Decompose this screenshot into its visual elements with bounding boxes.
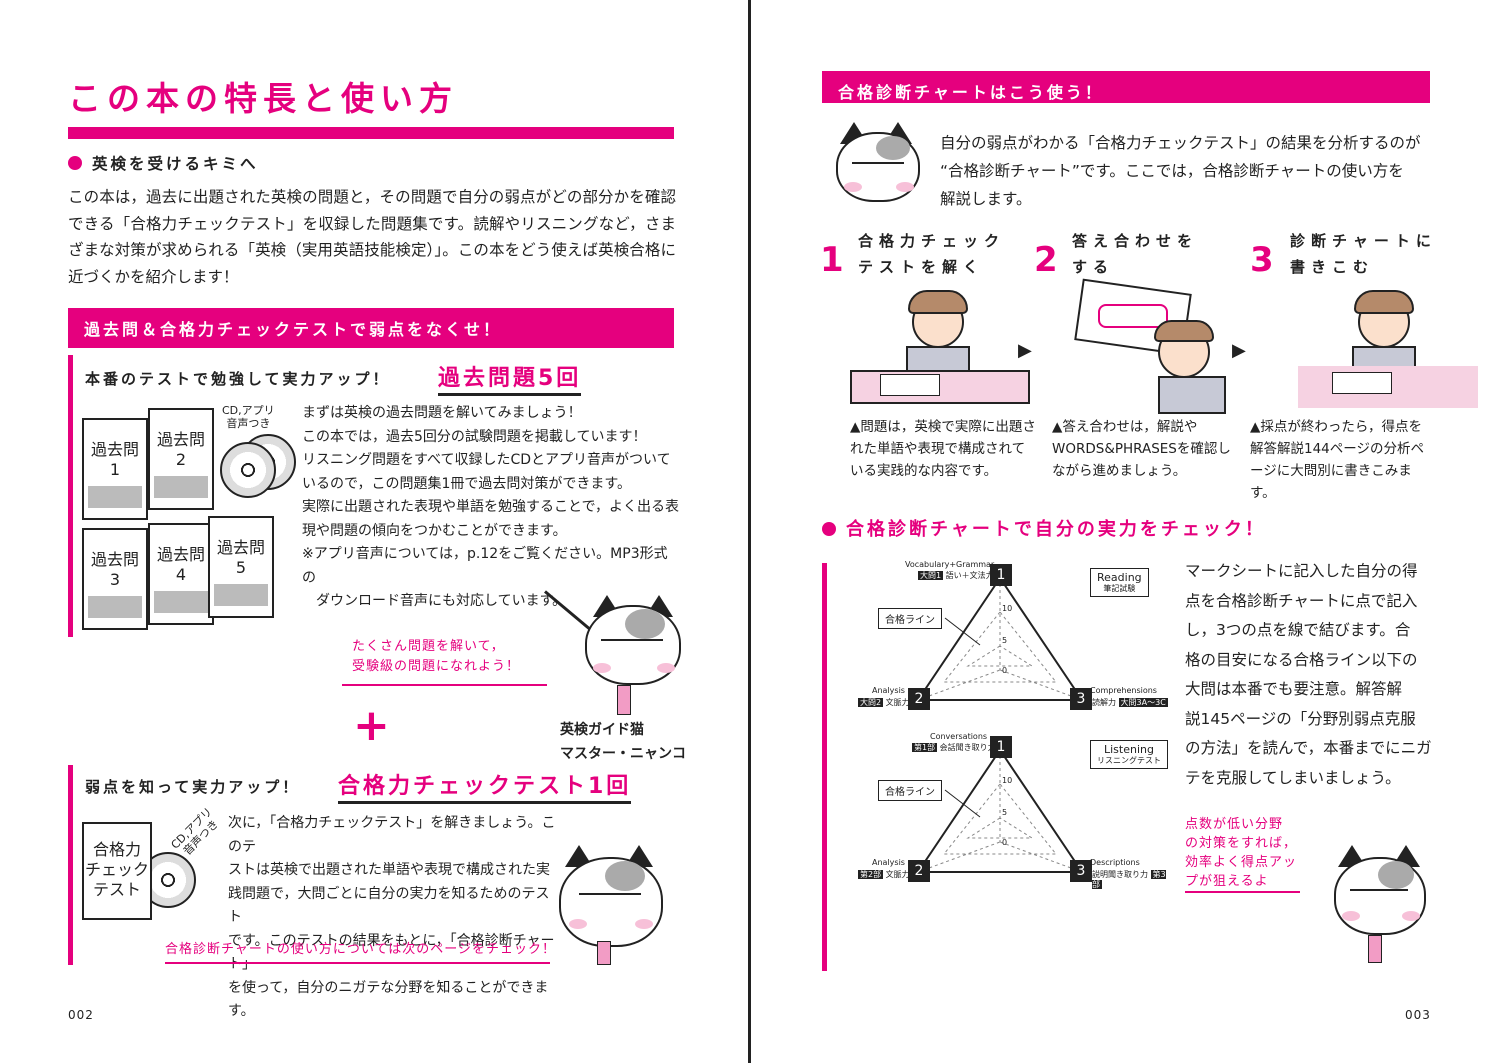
plus-symbol: + <box>353 700 390 751</box>
cd-app-note: CD,アプリ 音声つき <box>222 404 275 430</box>
step-1-caption: ▲問題は，英検で実際に出題された単語や表現で構成されている実践的な内容です。 <box>850 419 1036 479</box>
right-bar-heading: 合格診断チャートはこう使う！ <box>822 71 1430 103</box>
axis-right-en: Comprehensions <box>1090 686 1157 695</box>
mascot-cat-pointer-illustration <box>544 585 685 715</box>
step-number-2: 2 <box>1034 240 1058 280</box>
tick-10: 10 <box>1002 776 1013 785</box>
highlight-past-exams: 過去問題5回 <box>438 360 582 396</box>
section-side-rule <box>822 563 827 971</box>
mascot-cat-thumbsup-illustration <box>555 845 685 965</box>
subsection-heading-check-test: 弱点を知って実力アップ！ <box>85 778 301 796</box>
speech-next-page: 合格診断チャートの使い方については次のページをチェック！ <box>165 942 556 957</box>
step-2-caption: ▲答え合わせは，解説やWORDS&PHRASESを確認しながら進めましょう。 <box>1052 419 1231 479</box>
section-heading-intro: 英検を受けるキミへ <box>68 152 259 174</box>
step-label-1: 合格力チェックテストを解く <box>858 232 1006 276</box>
speech-underline <box>342 684 547 686</box>
axis-left-en: Analysis <box>872 686 905 695</box>
title-underline <box>68 127 674 139</box>
section-bar-heading: 過去問＆合格力チェックテストで弱点をなくせ！ <box>68 308 674 348</box>
check-test-book-illustration: 合格力 チェック テスト CD,アプリ 音声つき <box>82 805 222 922</box>
step-number-1: 1 <box>820 240 844 280</box>
step-number-3: 3 <box>1250 240 1274 280</box>
axis-left-en: Analysis <box>872 858 905 867</box>
pass-line-label: 合格ライン <box>878 608 942 629</box>
tick-0: 0 <box>1002 838 1008 847</box>
axis-num-1: 1 <box>990 736 1012 758</box>
axis-left-jp: 大問2 文脈力 <box>858 698 910 707</box>
steps-row: 1 合格力チェックテストを解く 2 答え合わせをする 3 診断チャートに書きこむ… <box>820 228 1478 501</box>
check-test-body: 次に，「合格力チェックテスト」を解きましょう。このテ ストは英検で出題された単語… <box>228 815 556 1019</box>
page-number-left: 002 <box>68 1008 94 1022</box>
cd-icon <box>220 442 276 498</box>
bullet-dot-icon <box>68 156 82 170</box>
axis-top-jp: 大問1 語い＋文法力 <box>918 571 994 580</box>
axis-num-1: 1 <box>990 564 1012 586</box>
step-arrow-icon: ▶ <box>1018 340 1032 361</box>
page-title: この本の特長と使い方 <box>68 79 458 118</box>
intro-paragraph: この本は，過去に出題された英検の問題と，その問題で自分の弱点がどの部分かを確認で… <box>68 188 676 286</box>
step-arrow-icon: ▶ <box>1232 340 1246 361</box>
speech-bubble-tip: 点数が低い分野 の対策をすれば， 効率よく得点アッ プが狙えるよ <box>1185 817 1298 889</box>
axis-num-2: 2 <box>908 688 930 710</box>
highlight-check-test: 合格力チェックテスト1回 <box>338 768 632 804</box>
reading-radar-chart: Vocabulary+Grammar 大問1 語い＋文法力 1 合格ライン Re… <box>850 560 1170 720</box>
mascot-cat-fist-illustration <box>1330 845 1430 965</box>
axis-top-en: Conversations <box>930 732 988 741</box>
axis-num-2: 2 <box>908 860 930 882</box>
right-intro-paragraph: 自分の弱点がわかる「合格力チェックテスト」の結果を分析するのが “合格診断チャー… <box>940 134 1421 208</box>
listening-radar-svg <box>916 748 1084 873</box>
past-exams-body: まずは英検の過去問題を解いてみましょう！ この本では，過去5回分の試験問題を掲載… <box>302 405 680 609</box>
page-number-right: 003 <box>1405 1008 1431 1022</box>
mascot-caption: 英検ガイド猫 マスター・ニャンコ <box>560 722 686 762</box>
bullet-dot-icon <box>822 522 836 536</box>
speech-underline <box>1185 891 1300 893</box>
book-spine <box>748 0 751 1063</box>
axis-num-3: 3 <box>1070 688 1092 710</box>
axis-top-en: Vocabulary+Grammar <box>905 560 995 569</box>
speech-underline <box>165 962 550 964</box>
reading-radar-svg <box>916 576 1084 701</box>
section-side-rule <box>68 765 73 965</box>
step-label-2: 答え合わせをする <box>1072 232 1199 276</box>
step-2-illustration <box>1048 278 1228 414</box>
step-3-caption: ▲採点が終わったら，得点を解答解説144ページの分析ページに大問別に書きこみます… <box>1250 419 1424 501</box>
axis-top-jp: 第1部 会話聞き取り力 <box>912 743 996 752</box>
step-label-3: 診断チャートに書きこむ <box>1290 232 1437 276</box>
axis-right-jp: 読解力 大問3A～3C <box>1092 698 1168 707</box>
tick-10: 10 <box>1002 604 1013 613</box>
tick-0: 0 <box>1002 666 1008 675</box>
axis-right-jp: 説明聞き取り力 第3部 <box>1092 870 1166 889</box>
tick-5: 5 <box>1002 636 1008 645</box>
speech-bubble-practice: たくさん問題を解いて， 受験級の問題になれよう！ <box>352 639 521 674</box>
step-1-illustration <box>850 290 1030 404</box>
step-3-illustration <box>1298 290 1478 408</box>
section-side-rule <box>68 355 73 637</box>
axis-num-3: 3 <box>1070 860 1092 882</box>
subsection-heading-past-exams: 本番のテストで勉強して実力アップ！ <box>85 370 391 388</box>
listening-radar-chart: Conversations 第1部 会話聞き取り力 1 合格ライン Listen… <box>850 732 1170 892</box>
tick-5: 5 <box>1002 808 1008 817</box>
axis-right-en: Descriptions <box>1090 858 1140 867</box>
axis-left-jp: 第2部 文脈力 <box>858 870 910 879</box>
cat-doctor-illustration <box>832 122 927 217</box>
pass-line-label: 合格ライン <box>878 780 942 801</box>
section-heading-chart: 合格診断チャートで自分の実力をチェック！ <box>822 515 1266 541</box>
chart-explanation: マークシートに記入した自分の得 点を合格診断チャートに点で記入 し，3つの点を線… <box>1185 562 1432 787</box>
check-test-book: 合格力 チェック テスト <box>82 822 152 920</box>
